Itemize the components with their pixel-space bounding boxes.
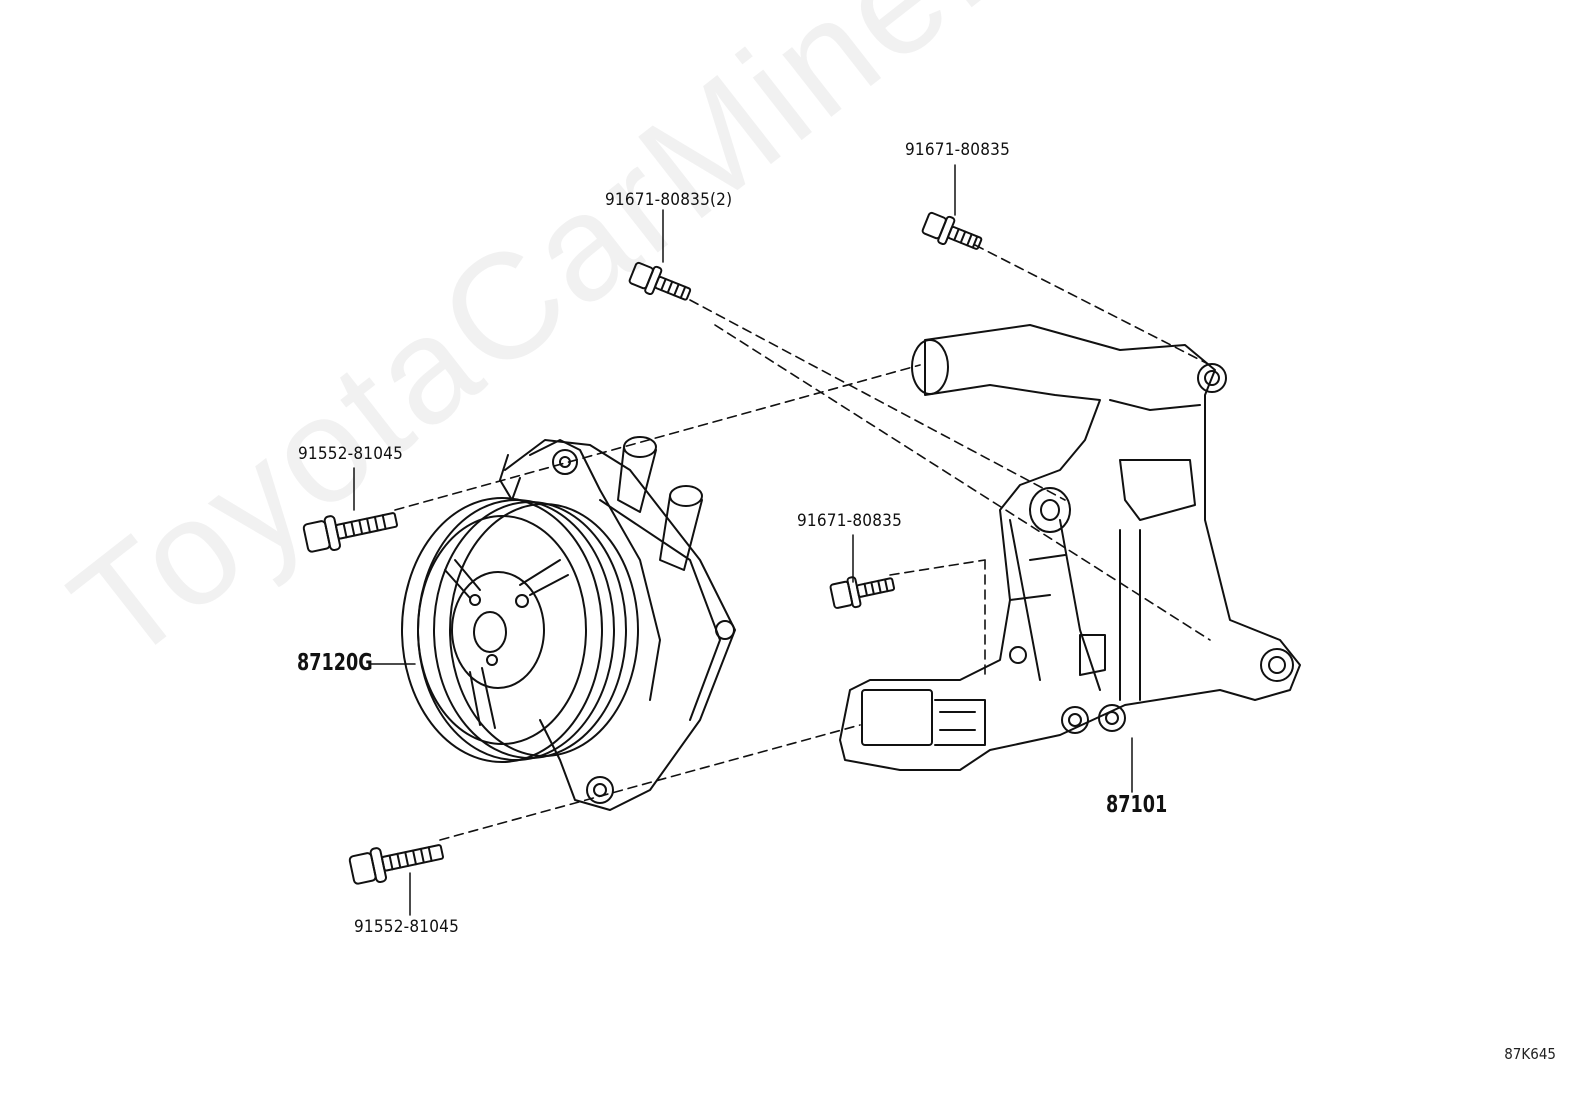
bolt-left-upper bbox=[302, 512, 398, 553]
bolt-top-right bbox=[921, 211, 983, 250]
label-pump: 87120G bbox=[297, 650, 373, 676]
bolt-middle bbox=[829, 576, 896, 609]
label-bolt-left-lower: 91552-81045 bbox=[354, 917, 460, 937]
label-bolt-left-upper: 91552-81045 bbox=[298, 444, 404, 464]
label-bolt-top-center: 91671-80835(2) bbox=[605, 190, 733, 210]
bolt-left-lower bbox=[348, 844, 444, 885]
bolt-top-center bbox=[628, 261, 692, 301]
vacuum-pump bbox=[401, 436, 736, 811]
guide-lines bbox=[394, 244, 1211, 841]
label-bolt-top-right: 91671-80835 bbox=[905, 140, 1011, 160]
label-bracket: 87101 bbox=[1106, 792, 1168, 818]
diagram-code: 87K645 bbox=[1504, 1045, 1556, 1063]
label-bolt-middle: 91671-80835 bbox=[797, 511, 903, 531]
leader-lines bbox=[353, 164, 1133, 916]
bracket bbox=[839, 324, 1301, 771]
